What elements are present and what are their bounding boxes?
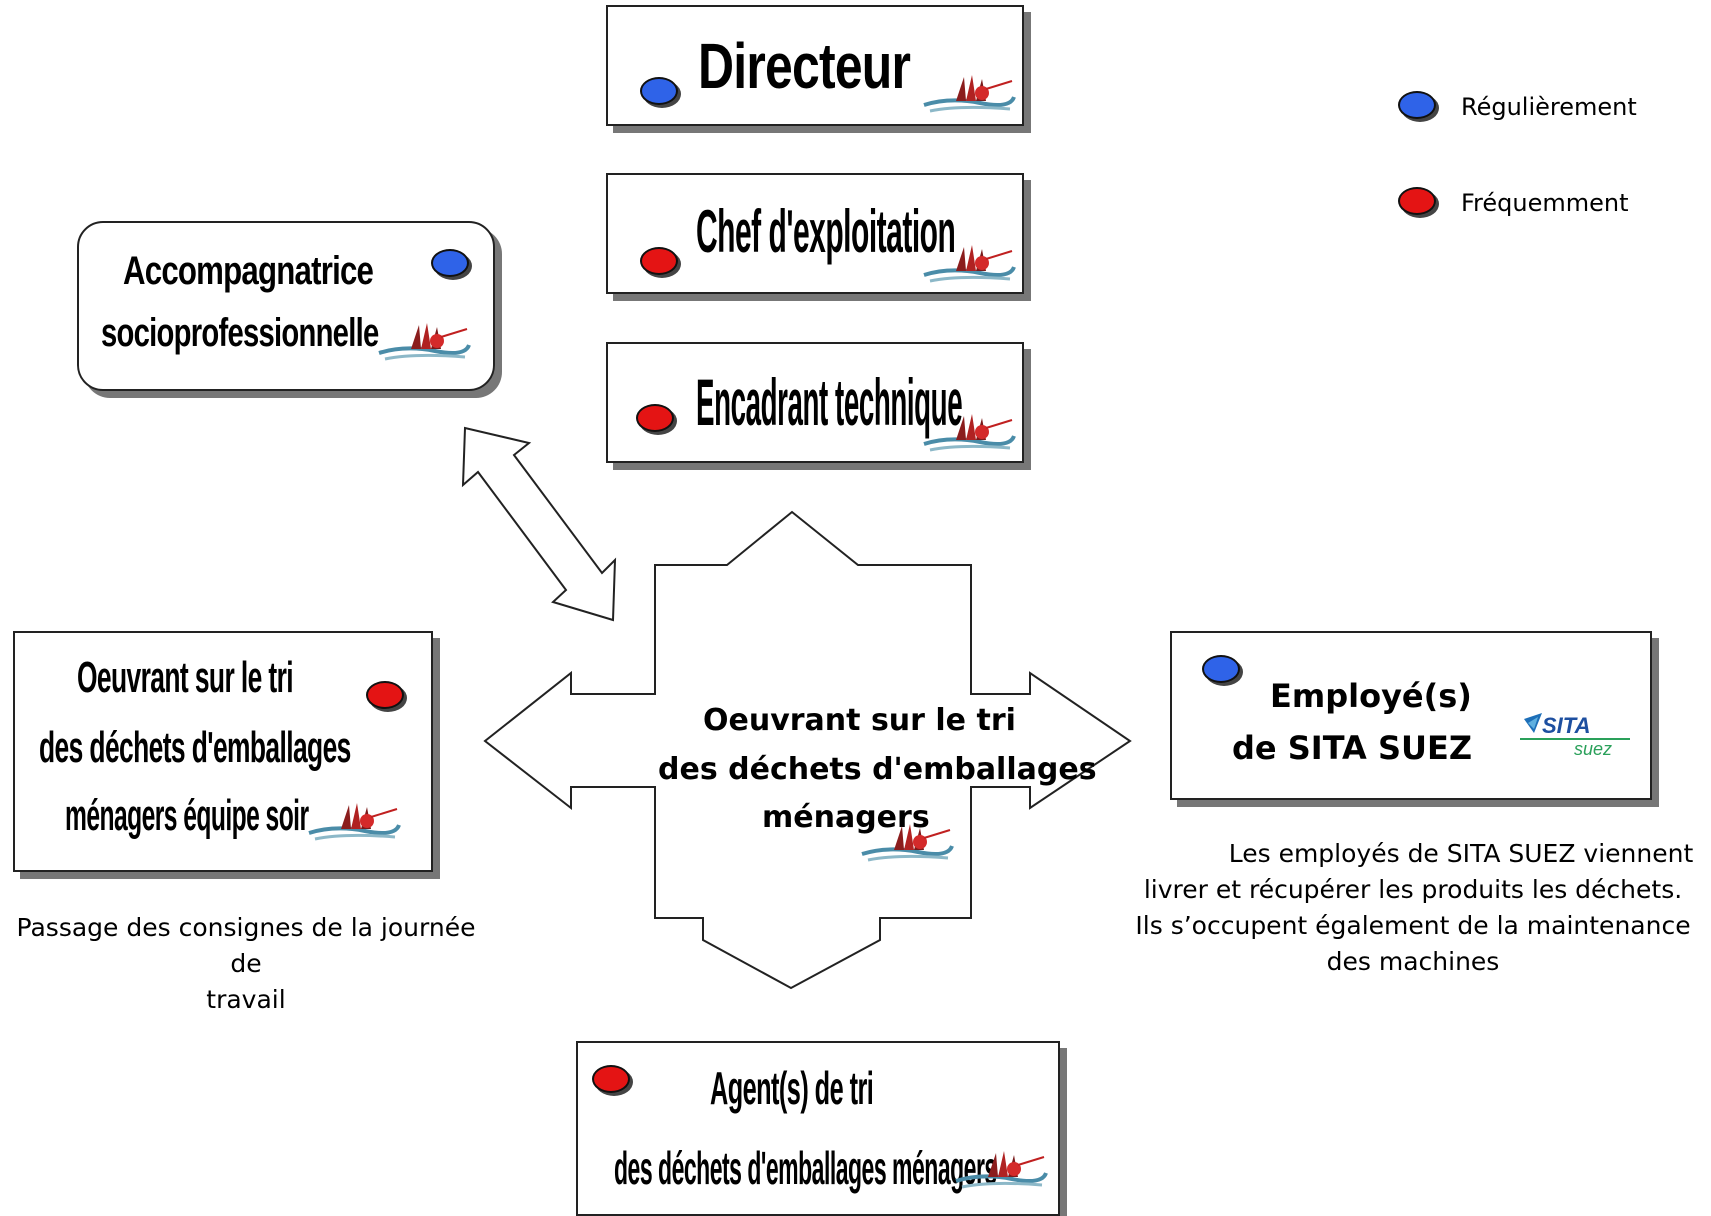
sita-swoosh-icon <box>1520 713 1630 740</box>
legend-frequent-label: Fréquemment <box>1461 189 1629 217</box>
regular-indicator-icon <box>431 249 469 277</box>
legend-regular-label: Régulièrement <box>1461 93 1637 121</box>
node-label-line1: Agent(s) de tri <box>710 1062 874 1114</box>
node-label-line3: ménagers équipe soir <box>65 791 309 840</box>
note-equipe-soir: Passage des consignes de la journée de t… <box>6 910 486 1018</box>
legend-regular-icon <box>1398 91 1436 119</box>
regular-indicator-icon <box>640 77 678 105</box>
sailboat-logo-icon <box>923 414 1016 452</box>
sailboat-logo-icon <box>923 245 1016 283</box>
node-label: Directeur <box>698 30 911 102</box>
note-sita: Les employés de SITA SUEZ viennent livre… <box>1128 836 1698 980</box>
note-line: Ils s’occupent également de la maintenan… <box>1135 911 1691 940</box>
center-label-line1: Oeuvrant sur le tri <box>703 703 1016 738</box>
node-sita-suez: Employé(s) de SITA SUEZ SITA suez <box>1170 631 1652 800</box>
regular-indicator-icon <box>1202 655 1240 683</box>
note-line: livrer et récupérer les produits les déc… <box>1143 875 1683 904</box>
sailboat-logo-icon <box>955 1151 1048 1189</box>
legend-frequent-icon <box>1398 187 1436 215</box>
note-line: des machines <box>1326 947 1500 976</box>
node-label-line2: socioprofessionnelle <box>101 311 379 355</box>
frequent-indicator-icon <box>366 681 404 709</box>
sailboat-logo-icon <box>923 75 1016 113</box>
frequent-indicator-icon <box>592 1065 630 1093</box>
frequent-indicator-icon <box>640 247 678 275</box>
double-arrow-diagonal <box>461 426 617 622</box>
node-equipe-soir: Oeuvrant sur le tri des déchets d'emball… <box>13 631 433 872</box>
node-label-line2: des déchets d'emballages ménagers <box>614 1142 997 1194</box>
node-label-line2: de SITA SUEZ <box>1232 729 1473 767</box>
suez-logo-text: suez <box>1574 739 1613 759</box>
node-label-line1: Oeuvrant sur le tri <box>77 653 294 702</box>
sita-logo-text: SITA <box>1542 713 1591 738</box>
node-label: Chef d'exploitation <box>696 198 956 265</box>
sailboat-logo-icon <box>861 824 954 862</box>
node-encadrant-technique: Encadrant technique <box>606 342 1024 463</box>
note-line: Les employés de SITA SUEZ viennent <box>1228 839 1694 868</box>
node-label-line1: Accompagnatrice <box>123 249 374 293</box>
sailboat-logo-icon <box>308 803 401 841</box>
node-directeur: Directeur <box>606 5 1024 126</box>
node-label: Encadrant technique <box>696 365 963 439</box>
note-line: travail <box>206 985 286 1014</box>
center-label-line2: des déchets d'emballages <box>658 752 1097 787</box>
node-chef-exploitation: Chef d'exploitation <box>606 173 1024 294</box>
frequent-indicator-icon <box>636 404 674 432</box>
node-label-line2: des déchets d'emballages <box>39 723 351 772</box>
sailboat-logo-icon <box>378 323 471 361</box>
sita-suez-logo: SITA suez <box>1520 711 1630 761</box>
cross-arrow <box>483 510 1132 990</box>
node-accompagnatrice: Accompagnatrice socioprofessionnelle <box>77 221 495 391</box>
node-label-line1: Employé(s) <box>1270 677 1472 715</box>
note-line: Passage des consignes de la journée de <box>16 913 476 978</box>
node-agents-de-tri: Agent(s) de tri des déchets d'emballages… <box>576 1041 1060 1216</box>
